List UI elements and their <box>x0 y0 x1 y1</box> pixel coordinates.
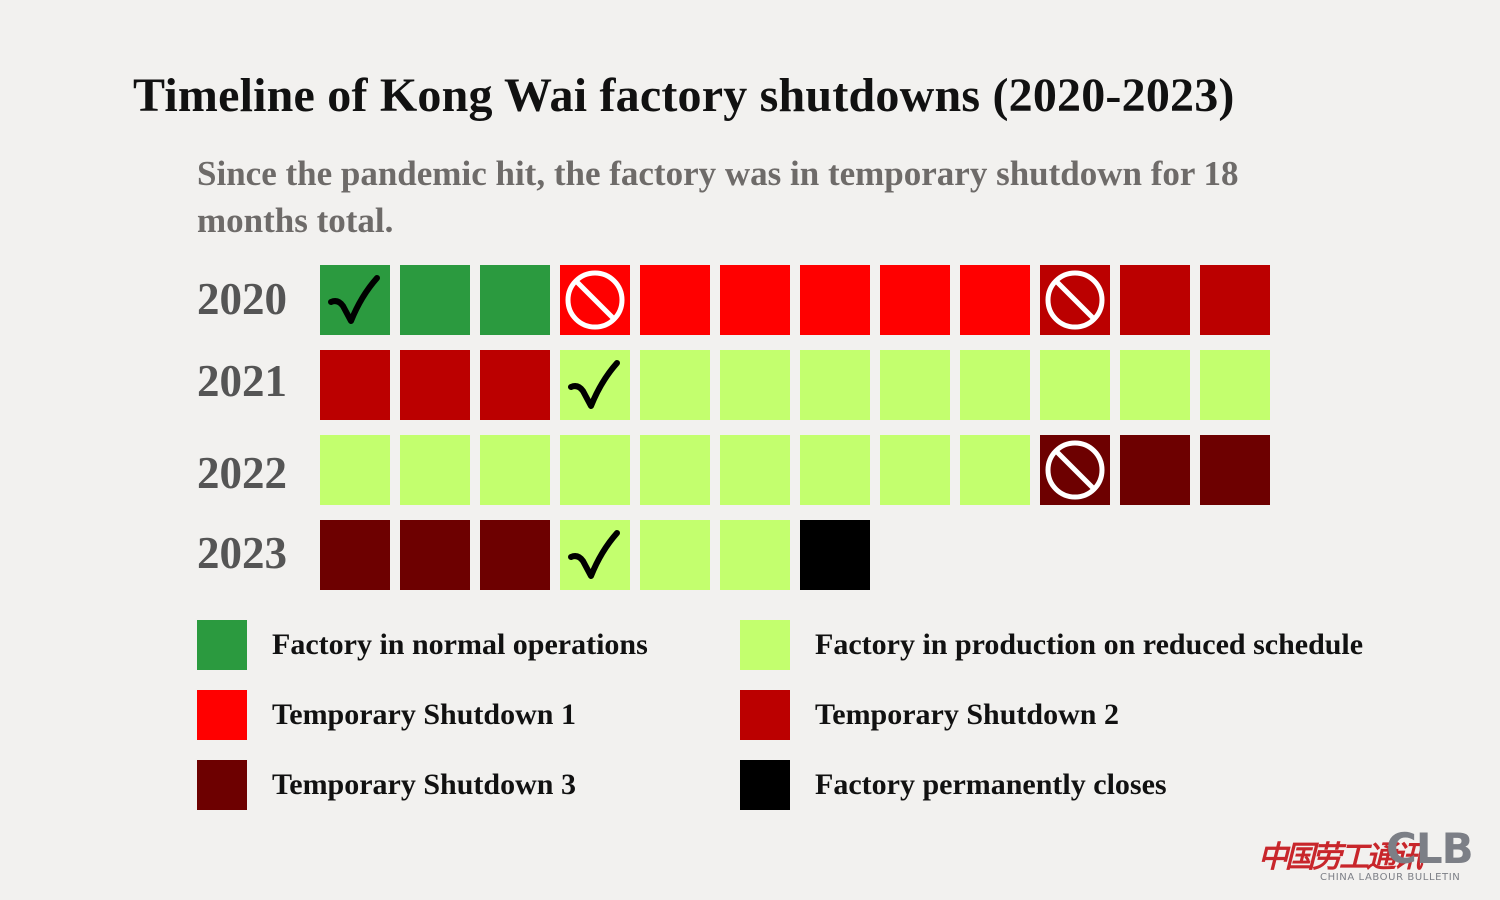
month-cell-2020-2 <box>400 265 470 335</box>
checkmark-icon <box>568 360 620 409</box>
legend-swatch <box>740 690 790 740</box>
month-cell-2021-7 <box>800 350 870 420</box>
month-cell-2020-3 <box>480 265 550 335</box>
month-cell-2020-4 <box>560 265 630 335</box>
month-cell-2023-2 <box>400 520 470 590</box>
month-cell-2021-12 <box>1200 350 1270 420</box>
chart-subtitle: Since the pandemic hit, the factory was … <box>197 154 1239 240</box>
checkmark-icon <box>568 530 620 579</box>
month-cell-2021-8 <box>880 350 950 420</box>
chart-title: Timeline of Kong Wai factory shutdowns (… <box>133 69 1235 122</box>
legend-swatch <box>197 620 247 670</box>
legend-label: Factory in normal operations <box>272 628 648 661</box>
prohibited-icon <box>1045 270 1105 330</box>
month-cell-2021-1 <box>320 350 390 420</box>
prohibited-icon <box>565 270 625 330</box>
month-cell-2021-5 <box>640 350 710 420</box>
month-cell-2022-5 <box>640 435 710 505</box>
month-cell-2021-3 <box>480 350 550 420</box>
year-label-2022: 2022 <box>197 448 287 498</box>
month-cell-2021-10 <box>1040 350 1110 420</box>
year-label-2023: 2023 <box>197 528 287 578</box>
month-cell-2020-10 <box>1040 265 1110 335</box>
legend-label: Temporary Shutdown 1 <box>272 698 576 731</box>
legend-swatch <box>740 620 790 670</box>
month-cell-2023-5 <box>640 520 710 590</box>
month-cell-2022-1 <box>320 435 390 505</box>
month-cell-2020-9 <box>960 265 1030 335</box>
month-cell-2022-6 <box>720 435 790 505</box>
legend-swatch <box>197 690 247 740</box>
month-cell-2023-6 <box>720 520 790 590</box>
logo-name: CLB <box>1386 824 1474 873</box>
month-cell-2020-5 <box>640 265 710 335</box>
month-cell-2022-10 <box>1040 435 1110 505</box>
month-cell-2023-4 <box>560 520 630 590</box>
month-cell-2022-4 <box>560 435 630 505</box>
month-cell-2021-6 <box>720 350 790 420</box>
legend-label: Factory permanently closes <box>815 768 1167 801</box>
prohibited-icon <box>1045 440 1105 500</box>
year-label-2021: 2021 <box>197 356 287 406</box>
month-cell-2022-3 <box>480 435 550 505</box>
legend-label: Factory in production on reduced schedul… <box>815 628 1364 661</box>
month-cell-2022-11 <box>1120 435 1190 505</box>
legend-label: Temporary Shutdown 2 <box>815 698 1119 731</box>
month-cell-2023-7 <box>800 520 870 590</box>
month-cell-2020-11 <box>1120 265 1190 335</box>
month-cell-2022-9 <box>960 435 1030 505</box>
month-cell-2020-7 <box>800 265 870 335</box>
month-cell-2020-8 <box>880 265 950 335</box>
logo-subtitle: CHINA LABOUR BULLETIN <box>1320 872 1461 883</box>
year-label-2020: 2020 <box>197 274 287 324</box>
month-cell-2020-6 <box>720 265 790 335</box>
month-cell-2022-12 <box>1200 435 1270 505</box>
legend-swatch <box>197 760 247 810</box>
month-cell-2022-2 <box>400 435 470 505</box>
month-cell-2023-3 <box>480 520 550 590</box>
logo-chinese-text: 中国劳工通讯 <box>1258 840 1423 875</box>
clb-logo: 中国劳工通讯 CLB CHINA LABOUR BULLETIN <box>1258 824 1478 890</box>
month-cell-2022-8 <box>880 435 950 505</box>
month-cell-2021-4 <box>560 350 630 420</box>
legend-label: Temporary Shutdown 3 <box>272 768 576 801</box>
month-cell-2020-12 <box>1200 265 1270 335</box>
month-cell-2021-11 <box>1120 350 1190 420</box>
month-cell-2023-1 <box>320 520 390 590</box>
month-cell-2021-9 <box>960 350 1030 420</box>
month-cell-2021-2 <box>400 350 470 420</box>
checkmark-icon <box>328 275 380 324</box>
month-cell-2022-7 <box>800 435 870 505</box>
legend-swatch <box>740 760 790 810</box>
month-cell-2020-1 <box>320 265 390 335</box>
